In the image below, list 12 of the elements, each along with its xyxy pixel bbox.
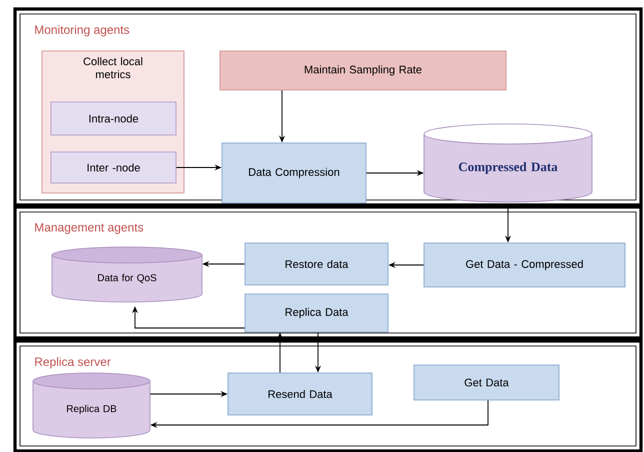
process-box: Maintain Sampling Rate	[220, 50, 506, 90]
process-box: Restore data	[244, 242, 388, 286]
process-box: Inter -node	[50, 152, 176, 184]
database-cylinder: Compressed Data	[424, 124, 592, 202]
process-box: Replica Data	[244, 294, 388, 332]
process-box: Get Data - Compressed	[424, 242, 626, 288]
process-box: Resend Data	[228, 372, 372, 416]
database-cylinder: Replica DB	[32, 372, 150, 438]
process-box: Get Data	[414, 364, 560, 400]
process-box: Data Compression	[222, 142, 366, 204]
database-cylinder: Data for QoS	[52, 246, 202, 302]
process-box: Intra-node	[50, 102, 176, 136]
